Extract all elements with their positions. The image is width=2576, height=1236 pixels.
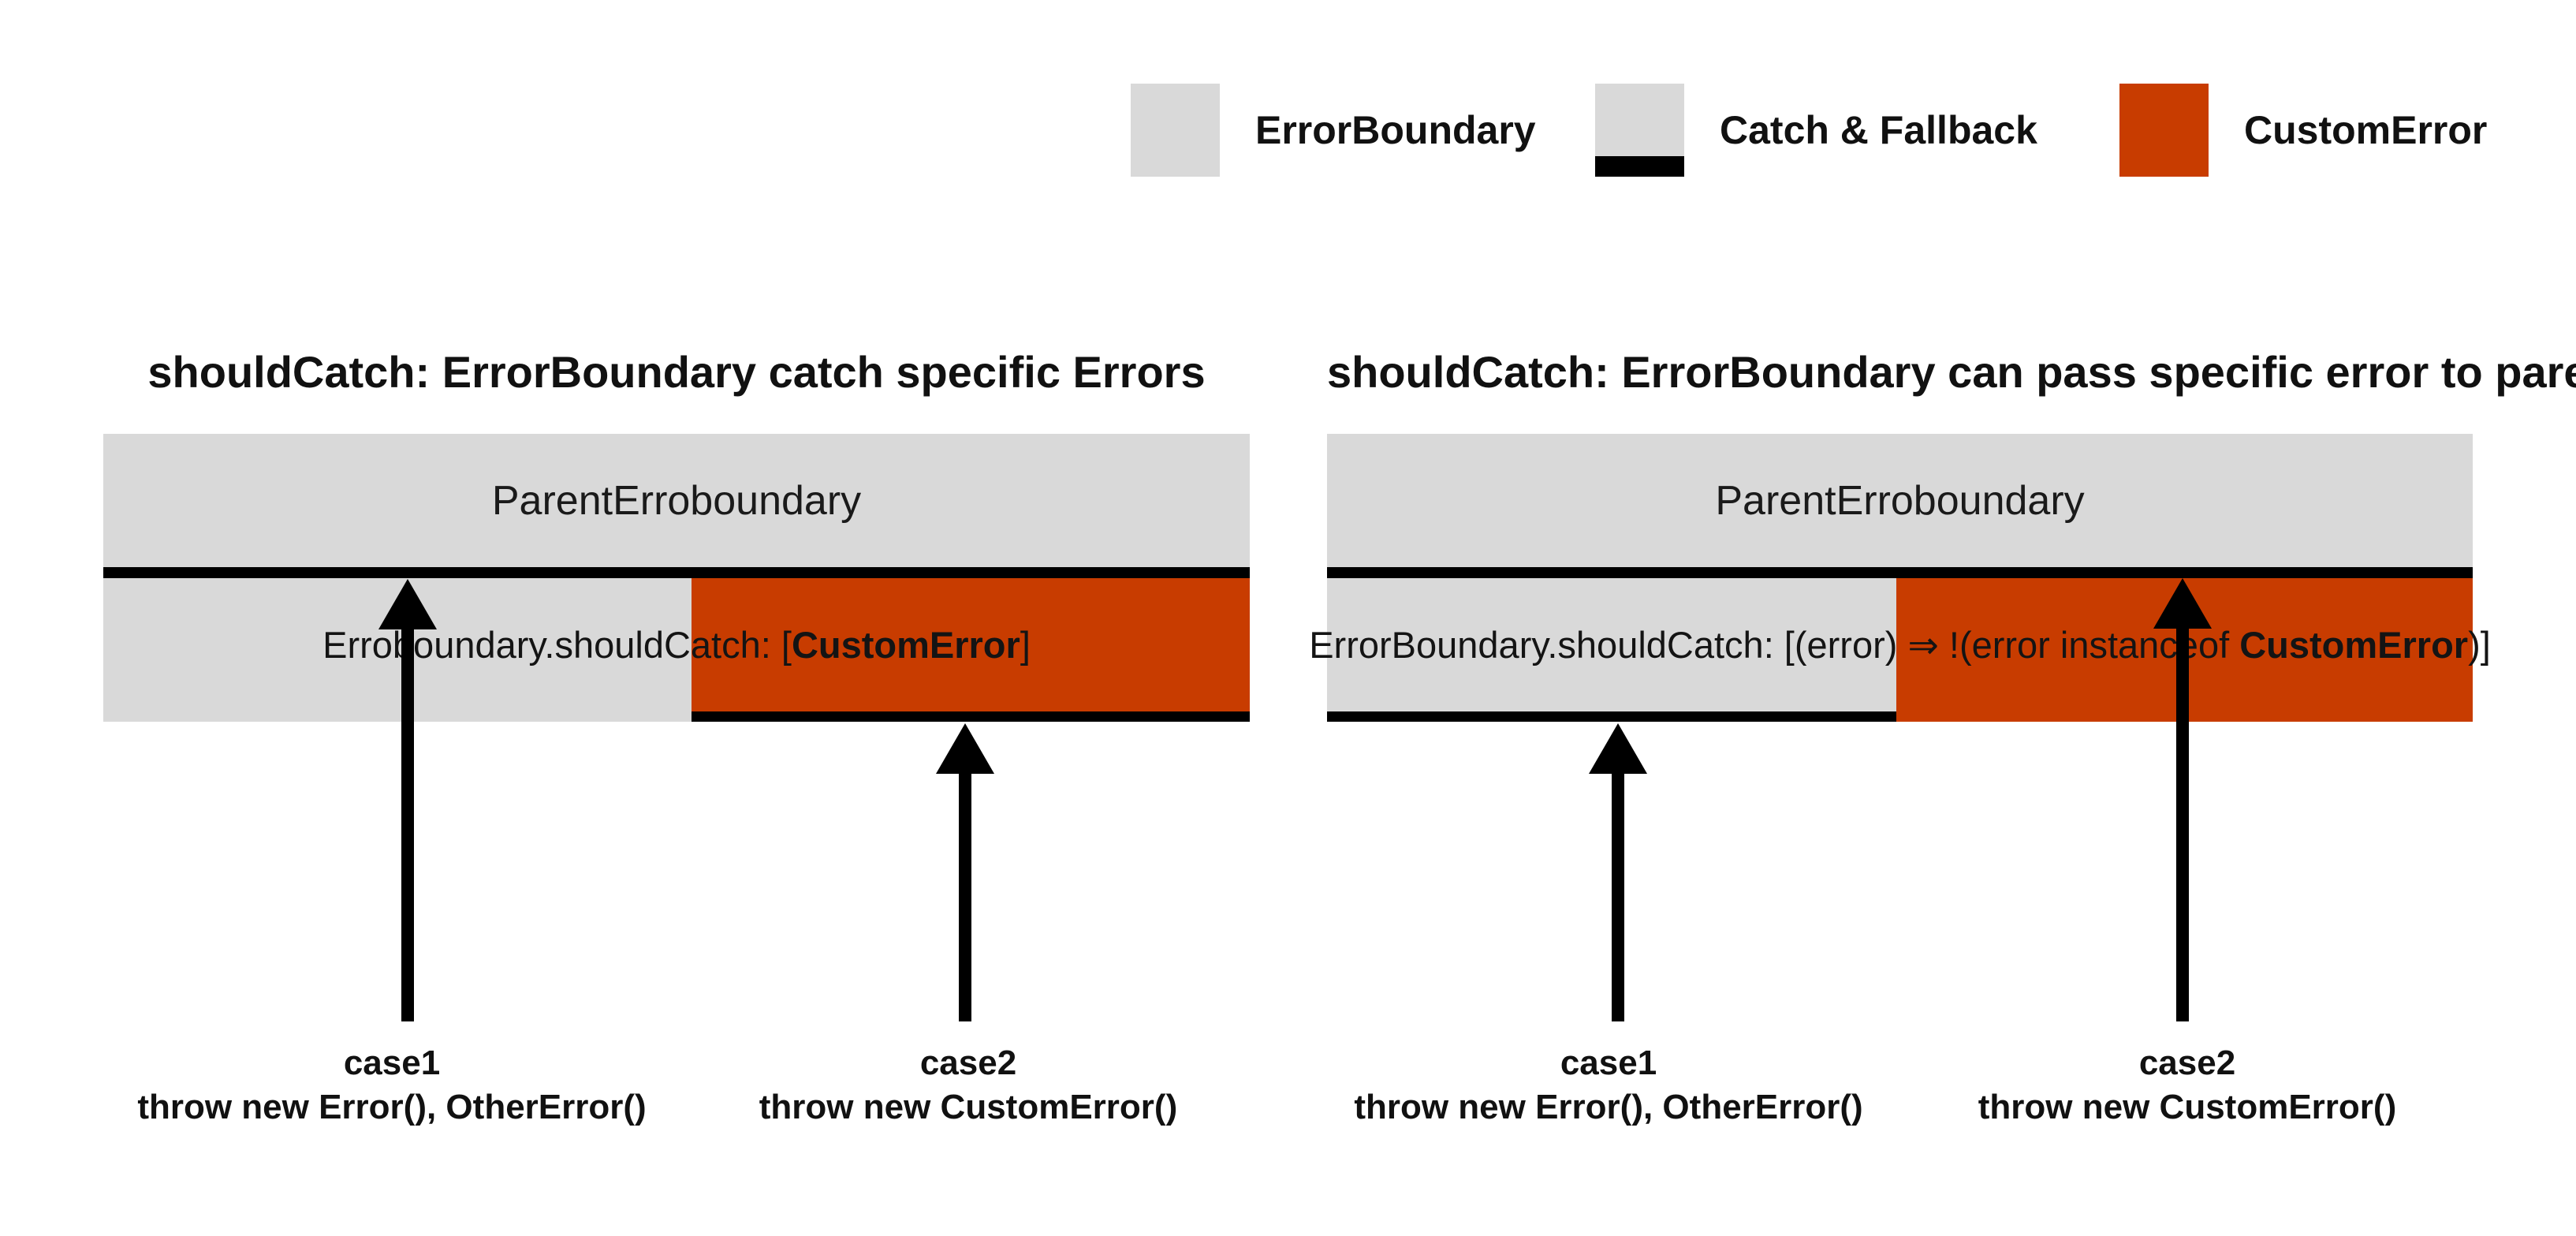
case2-label: case2 throw new CustomError() bbox=[1911, 1041, 2463, 1130]
catch-border-indicator bbox=[1595, 156, 1684, 177]
case1-arrow bbox=[1589, 723, 1647, 1021]
case-code: throw new CustomError() bbox=[1978, 1088, 2397, 1126]
case2-arrow bbox=[936, 723, 994, 1021]
case1-label: case1 throw new Error(), OtherError() bbox=[116, 1041, 668, 1130]
error-boundary-swatch-icon bbox=[1131, 84, 1220, 177]
child-errorboundary-bar: Erroboundary.shouldCatch: [CustomError] bbox=[103, 578, 1250, 722]
arrow-shaft bbox=[401, 629, 414, 1021]
legend-label-custom-error: CustomError bbox=[2244, 108, 2488, 152]
case-name: case2 bbox=[2138, 1044, 2236, 1082]
arrow-up-icon bbox=[378, 579, 437, 629]
should-catch-expression: ErrorBoundary.shouldCatch: [(error) ⇒ !(… bbox=[1309, 578, 2491, 711]
custom-error-swatch-icon bbox=[2119, 84, 2209, 177]
expression-bold: CustomError bbox=[791, 624, 1020, 666]
case-code: throw new Error(), OtherError() bbox=[137, 1088, 647, 1126]
arrow-shaft bbox=[1612, 774, 1624, 1021]
case1-label: case1 throw new Error(), OtherError() bbox=[1333, 1041, 1884, 1130]
case2-arrow bbox=[2153, 578, 2212, 1021]
case2-label: case2 throw new CustomError() bbox=[692, 1041, 1244, 1130]
caught-section bbox=[1327, 578, 1896, 722]
arrow-shaft bbox=[959, 774, 971, 1021]
case-name: case2 bbox=[919, 1044, 1017, 1082]
arrow-shaft bbox=[2176, 629, 2189, 1021]
legend-label-errorboundary: ErrorBoundary bbox=[1255, 108, 1536, 152]
arrow-up-icon bbox=[1589, 723, 1647, 774]
case-code: throw new CustomError() bbox=[759, 1088, 1178, 1126]
expression-suffix: ] bbox=[1020, 624, 1031, 666]
parent-errorboundary-label: ParentErroboundary bbox=[491, 477, 862, 524]
custom-error-caught-section bbox=[692, 578, 1250, 722]
expression-bold: CustomError bbox=[2239, 624, 2469, 666]
legend-item-custom-error: CustomError bbox=[2119, 84, 2487, 177]
child-errorboundary-bar: ErrorBoundary.shouldCatch: [(error) ⇒ !(… bbox=[1309, 578, 2491, 722]
legend-item-errorboundary: ErrorBoundary bbox=[1131, 84, 1536, 177]
parent-errorboundary-bar: ParentErroboundary bbox=[1327, 434, 2473, 578]
case1-arrow bbox=[378, 579, 437, 1021]
parent-errorboundary-label: ParentErroboundary bbox=[1715, 477, 2085, 524]
case-name: case1 bbox=[1560, 1044, 1657, 1082]
case-code: throw new Error(), OtherError() bbox=[1354, 1088, 1863, 1126]
catch-fallback-swatch-icon bbox=[1595, 84, 1684, 177]
expression-prefix: Erroboundary.shouldCatch: [ bbox=[322, 624, 792, 666]
diagram-title: shouldCatch: ErrorBoundary can pass spec… bbox=[1327, 347, 2576, 397]
should-catch-expression: Erroboundary.shouldCatch: [CustomError] bbox=[103, 578, 1250, 711]
legend-item-catch-fallback: Catch & Fallback bbox=[1595, 84, 2037, 177]
arrow-up-icon bbox=[2153, 578, 2212, 629]
legend-label-catch-fallback: Catch & Fallback bbox=[1720, 108, 2037, 152]
parent-errorboundary-bar: ParentErroboundary bbox=[103, 434, 1250, 578]
expression-prefix: ErrorBoundary.shouldCatch: [(error) ⇒ !(… bbox=[1309, 623, 2240, 666]
diagram-pass-error-to-parent: shouldCatch: ErrorBoundary can pass spec… bbox=[1309, 347, 2576, 1236]
case-name: case1 bbox=[343, 1044, 441, 1082]
diagram-title: shouldCatch: ErrorBoundary catch specifi… bbox=[147, 347, 1206, 397]
diagram-catch-specific-errors: shouldCatch: ErrorBoundary catch specifi… bbox=[103, 347, 1250, 1236]
arrow-up-icon bbox=[936, 723, 994, 774]
expression-suffix: )] bbox=[2468, 624, 2491, 666]
